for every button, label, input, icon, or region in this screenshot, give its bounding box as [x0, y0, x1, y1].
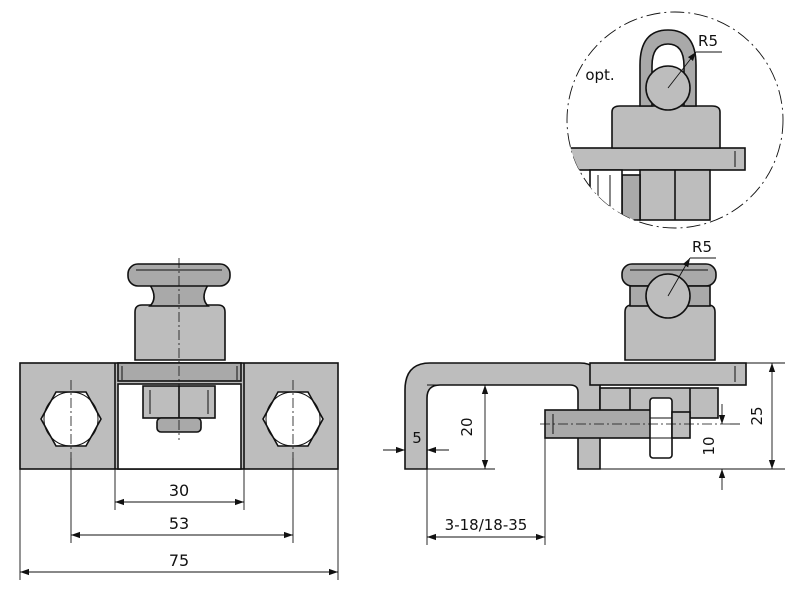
dim-10-label: 10 [700, 436, 718, 455]
dim-20-label: 20 [458, 417, 476, 436]
side-bolt [540, 397, 730, 459]
front-right-hex-nut [262, 380, 324, 458]
dim-75-label: 75 [169, 551, 189, 570]
front-view: 30 53 75 [19, 258, 339, 580]
dim-25-label: 25 [748, 406, 766, 425]
detail-r5-label: R5 [698, 32, 718, 50]
side-r5-label: R5 [692, 238, 712, 256]
side-top-plate [589, 362, 747, 386]
side-view: R5 5 20 25 10 3-1 [383, 238, 785, 545]
detail-shackle [639, 29, 697, 107]
detail-opt-label: opt. [585, 66, 614, 84]
detail-circle [566, 11, 784, 229]
front-dimensions: 30 53 75 [19, 458, 339, 580]
front-left-hex-nut [40, 380, 102, 458]
dim-53-label: 53 [169, 514, 189, 533]
dim-5-label: 5 [412, 429, 422, 447]
front-clamp-body [127, 258, 231, 440]
side-dimensions: 5 20 25 10 3-18/18-35 [383, 362, 785, 545]
dim-30-label: 30 [169, 481, 189, 500]
side-u-bracket [404, 362, 601, 470]
dim-range-label: 3-18/18-35 [445, 516, 528, 534]
side-clamp-body: R5 [621, 238, 717, 361]
detail-option-view: R5 opt. [566, 11, 784, 229]
